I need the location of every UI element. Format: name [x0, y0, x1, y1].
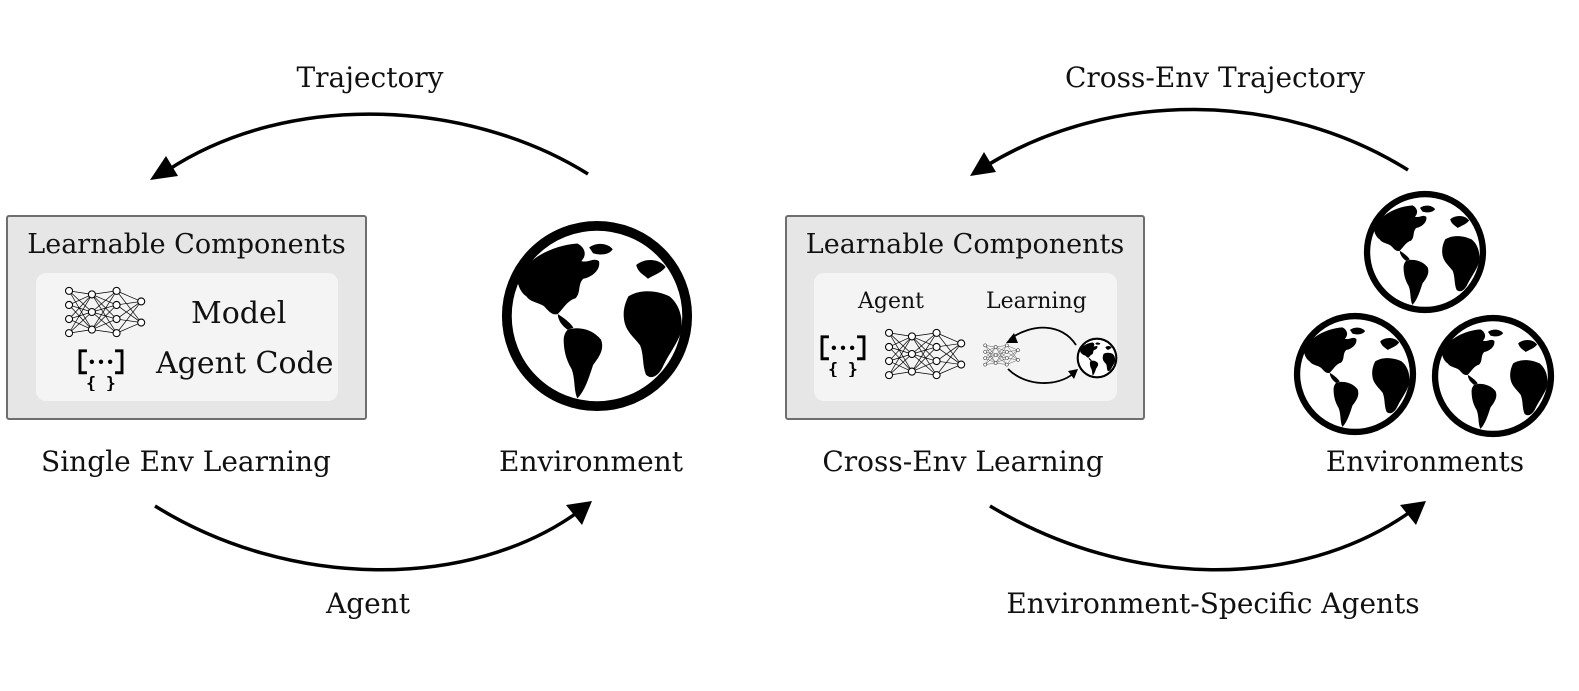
cross-env-trajectory-label: Cross-Env Trajectory [1064, 61, 1366, 94]
environments-label: Environments [1325, 445, 1525, 478]
environment-label: Environment [499, 445, 683, 478]
agent-arrow-label: Agent [326, 587, 410, 620]
right-inner-box: Agent Learning [814, 273, 1117, 401]
env-specific-agents-label: Environment-Specific Agents [1006, 587, 1420, 620]
right-learnable-components-panel: Learnable Components Agent Learning [785, 215, 1145, 420]
left-inner-box: Model Agent Code [36, 273, 338, 401]
globe-icon-top [1362, 189, 1488, 315]
cross-env-learning-caption: Cross-Env Learning [822, 445, 1104, 478]
env-specific-agents-arrowhead [1400, 501, 1426, 525]
agent-code-label: Agent Code [156, 346, 334, 381]
left-learnable-components-panel: Learnable Components Model Agent Code [6, 215, 367, 420]
globe-icon-bottom-right [1430, 313, 1556, 439]
learning-label: Learning [986, 289, 1087, 314]
cross-env-trajectory-arrow [985, 107, 1409, 172]
env-specific-agents-arrow [989, 504, 1412, 572]
model-label: Model [191, 296, 287, 331]
agent-arrow [154, 504, 580, 572]
small-globe-icon [1076, 337, 1118, 379]
panel-title: Learnable Components [27, 229, 346, 260]
trajectory-arrowhead [150, 156, 178, 180]
cross-env-trajectory-arrowhead [970, 152, 996, 176]
trajectory-arrow [167, 112, 589, 176]
panel-title: Learnable Components [805, 229, 1125, 260]
globe-icon-bottom-left [1292, 311, 1418, 437]
learning-loop-arrows [1006, 326, 1078, 384]
agent-label: Agent [858, 289, 924, 314]
trajectory-label: Trajectory [296, 61, 444, 94]
agent-arrowhead [566, 501, 592, 525]
single-env-learning-caption: Single Env Learning [41, 445, 331, 478]
